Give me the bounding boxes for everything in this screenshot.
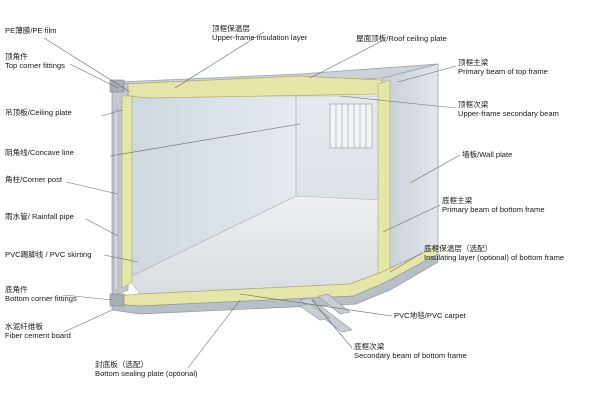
label-insulating-layer-bottom-frame: 底框保温层（选配） Insulating layer (optional) of…	[424, 244, 565, 262]
label-pvc-skirting: PVC踢脚线 / PVC skirting	[5, 250, 92, 259]
label-upper-frame-secondary-beam: 顶框次梁 Upper-frame secondary beam	[458, 100, 559, 118]
label-roof-ceiling-plate: 屋面顶板/Roof ceiling plate	[356, 34, 447, 43]
right-corner-post	[377, 79, 391, 277]
left-wall-insulation	[121, 95, 133, 289]
label-upper-frame-insulation: 顶框保温层 Upper-frame insulation layer	[212, 24, 308, 42]
exterior-right-wall	[381, 63, 439, 273]
label-rainfall-pipe: 雨水管/ Rainfall pipe	[5, 212, 74, 221]
label-secondary-beam-bottom-frame: 底框次梁 Secondary beam of bottom frame	[354, 342, 467, 360]
bottom-frame-beam	[111, 253, 439, 315]
label-bottom-sealing-plate: 封底板（选配） Bottom sealing plate (optional)	[95, 360, 198, 378]
label-primary-beam-top-frame: 顶框主梁 Primary beam of top frame	[458, 58, 548, 76]
bottom-corner-fitting	[109, 293, 125, 307]
label-ceiling-plate: 吊顶板/Ceiling plate	[5, 108, 72, 117]
label-wall-plate: 墙板/Wall plate	[462, 150, 513, 159]
label-top-corner-fittings: 顶角件 Top corner fittings	[5, 52, 65, 70]
window	[329, 103, 373, 149]
label-pe-film: PE薄膜/PE film	[5, 26, 57, 35]
top-corner-fitting	[109, 79, 125, 93]
leader-lines	[43, 31, 461, 369]
upper-frame-insulation	[121, 75, 383, 99]
label-bottom-corner-fittings: 底角件 Bottom corner fittings	[5, 285, 77, 303]
label-pvc-carpet: PVC地毯/PVC carpet	[394, 311, 466, 320]
label-primary-beam-bottom-frame: 底框主梁 Primary beam of bottom frame	[442, 196, 545, 214]
label-concave-line: 阴角线/Concave line	[5, 148, 74, 157]
rainfall-pipe	[113, 109, 119, 291]
label-fiber-cement-board: 水泥纤维板 Fiber cement board	[5, 322, 71, 340]
label-corner-post: 角柱/Corner post	[5, 175, 62, 184]
